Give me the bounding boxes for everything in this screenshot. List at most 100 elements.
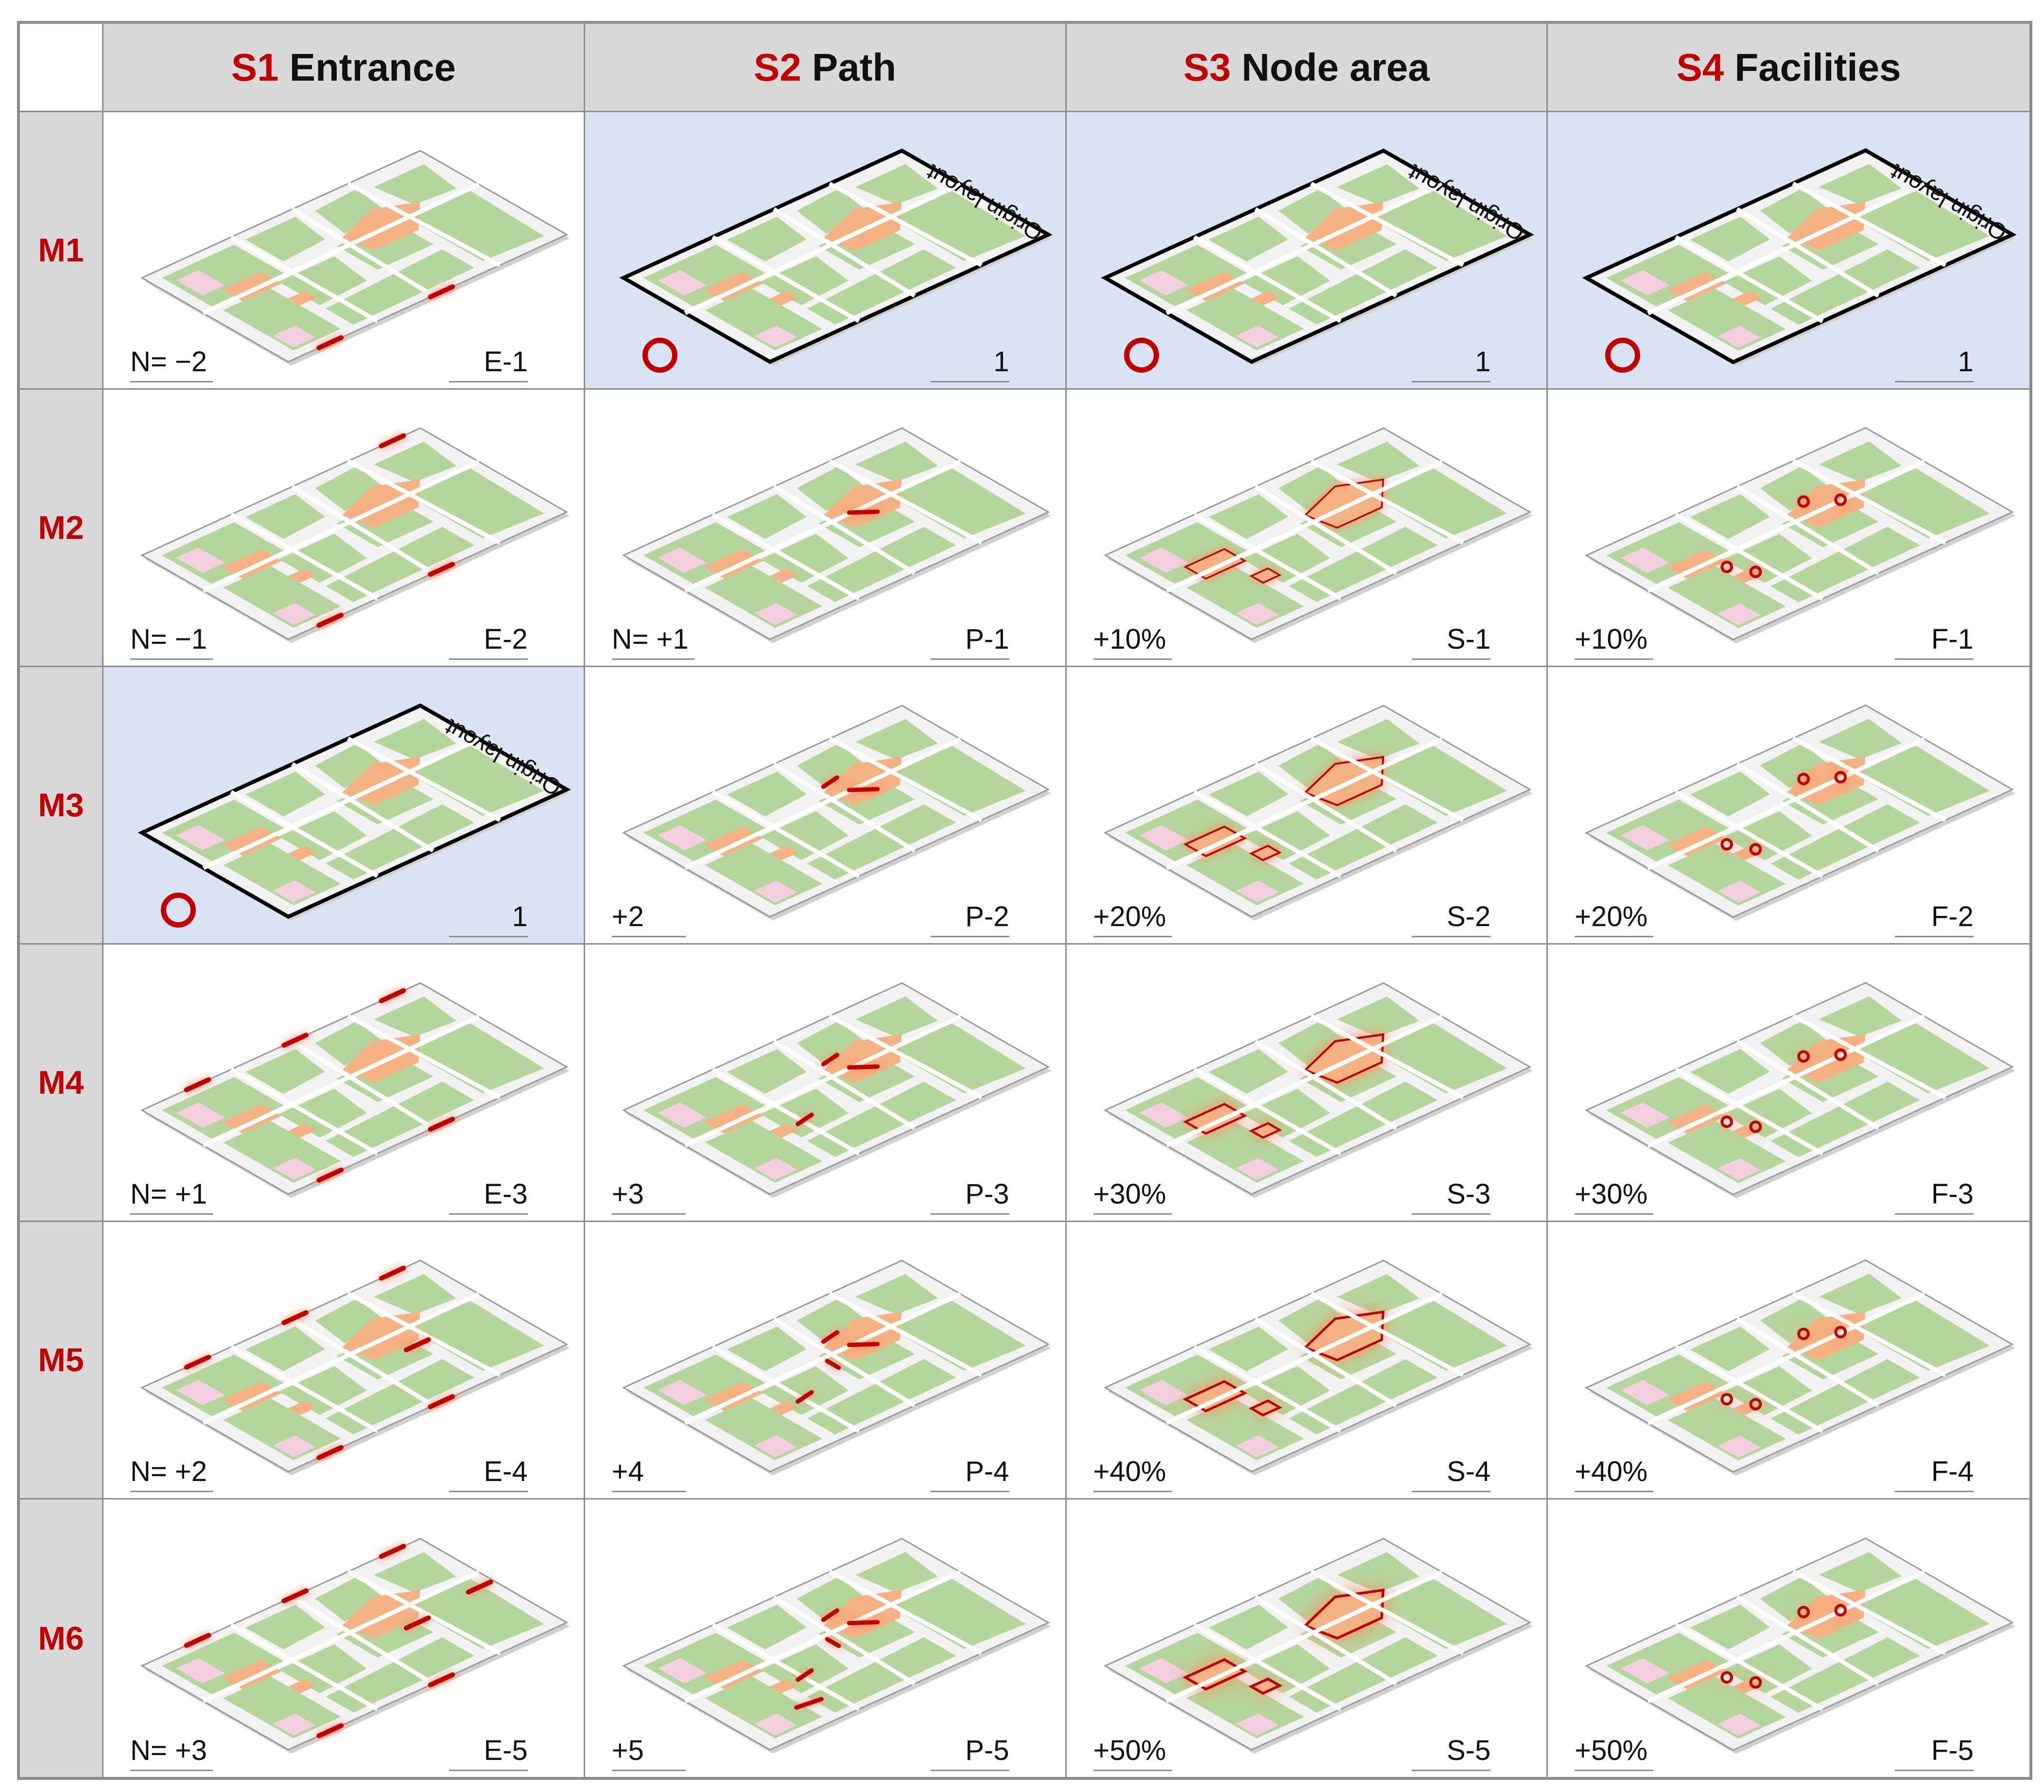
path-line: [1254, 1039, 1398, 1130]
pink-area: [1139, 547, 1188, 573]
green-space: [374, 719, 456, 760]
path-line: [1736, 1039, 1880, 1130]
pink-area: [1621, 1658, 1670, 1684]
plan-base: [140, 427, 569, 640]
node-area: [222, 1381, 282, 1411]
pink-area: [176, 825, 225, 850]
path-marker: [825, 1359, 841, 1370]
green-space: [1690, 1604, 1770, 1650]
green-space: [1336, 996, 1420, 1037]
path-line: [684, 1292, 962, 1425]
path-line: [711, 1623, 860, 1711]
green-space: [162, 1354, 284, 1416]
path-marker: [794, 1697, 824, 1710]
pink-area: [1235, 1435, 1279, 1458]
green-space: [1125, 1077, 1247, 1139]
node-area: [1667, 827, 1727, 857]
green-space: [325, 527, 475, 603]
path-line: [828, 182, 983, 267]
scenario-cell-m6-s3: +50%S-5: [1067, 1499, 1548, 1777]
node-area: [769, 1400, 798, 1415]
row-label: M1: [38, 232, 84, 269]
entrance-marker: [316, 1445, 344, 1460]
site-plan-map: [1103, 982, 1533, 1198]
row-header-m6: M6: [20, 1499, 104, 1777]
plan-base: [622, 427, 1050, 640]
node-area: [288, 291, 317, 306]
path-marker: [795, 1390, 814, 1404]
green-space: [245, 1327, 325, 1372]
row-label: M3: [38, 787, 84, 824]
path-line: [1736, 484, 1880, 575]
entrance-marker: [379, 1265, 406, 1281]
green-space: [315, 743, 386, 789]
path-line: [1647, 1014, 1925, 1148]
path-marker: [821, 1608, 839, 1622]
pink-area: [273, 1157, 316, 1180]
scheme-code-label: P-2: [930, 900, 1009, 937]
path-marker: [847, 1620, 880, 1625]
change-label: N= +3: [130, 1734, 213, 1771]
green-space: [1690, 1326, 1770, 1372]
path-line: [1193, 1345, 1342, 1433]
facility-marker: [1749, 566, 1762, 578]
green-space: [1369, 468, 1507, 539]
scheme-code-label: P-4: [930, 1455, 1009, 1492]
pink-area: [176, 1379, 225, 1405]
path-line: [230, 790, 379, 878]
scheme-code-label: 1: [1412, 345, 1491, 382]
plan-base: [1103, 705, 1531, 918]
green-space: [1288, 527, 1438, 603]
green-space: [1208, 494, 1288, 539]
green-space: [1819, 441, 1902, 482]
green-space: [1606, 1633, 1729, 1695]
green-space: [1770, 249, 1920, 325]
green-space: [245, 494, 325, 539]
pink-area: [1621, 1103, 1670, 1128]
path-marker: [821, 1052, 839, 1067]
node-area: [222, 549, 282, 579]
change-label: N= +1: [130, 1178, 213, 1215]
green-space: [374, 441, 456, 482]
facility-marker: [1749, 843, 1762, 856]
path-line: [828, 1569, 983, 1655]
green-space: [643, 1077, 766, 1139]
change-label: +10%: [1093, 623, 1172, 660]
path-line: [202, 1015, 480, 1148]
entrance-marker: [316, 1167, 344, 1183]
node-area: [288, 1679, 317, 1693]
pink-area: [1717, 1713, 1761, 1736]
node-area: [1248, 1677, 1282, 1695]
green-space: [406, 1023, 544, 1094]
path-line: [1792, 181, 1947, 267]
pink-area: [273, 880, 316, 903]
facility-marker: [1720, 1671, 1733, 1684]
green-space: [1278, 1576, 1350, 1622]
node-area: [703, 1381, 763, 1411]
site-plan-map: [1103, 1259, 1533, 1476]
pink-area: [658, 547, 707, 573]
node-area: [1667, 549, 1727, 579]
path-line: [346, 1014, 501, 1100]
entrance-marker: [379, 1544, 406, 1559]
pink-area: [754, 880, 797, 903]
path-line: [1792, 1291, 1947, 1377]
node-area: [1249, 567, 1282, 584]
origin-circle-icon: [1605, 338, 1641, 373]
green-space: [315, 1298, 386, 1344]
path-line: [1675, 1345, 1824, 1433]
entrance-marker: [316, 335, 344, 350]
pink-area: [658, 1379, 707, 1405]
green-space: [727, 217, 807, 262]
pink-area: [273, 325, 316, 348]
green-space: [245, 1049, 325, 1094]
row-label: M4: [38, 1064, 84, 1101]
entrance-marker: [281, 1588, 309, 1603]
origin-circle-icon: [161, 893, 196, 928]
entrance-marker: [316, 1723, 344, 1739]
green-space: [1852, 468, 1990, 539]
